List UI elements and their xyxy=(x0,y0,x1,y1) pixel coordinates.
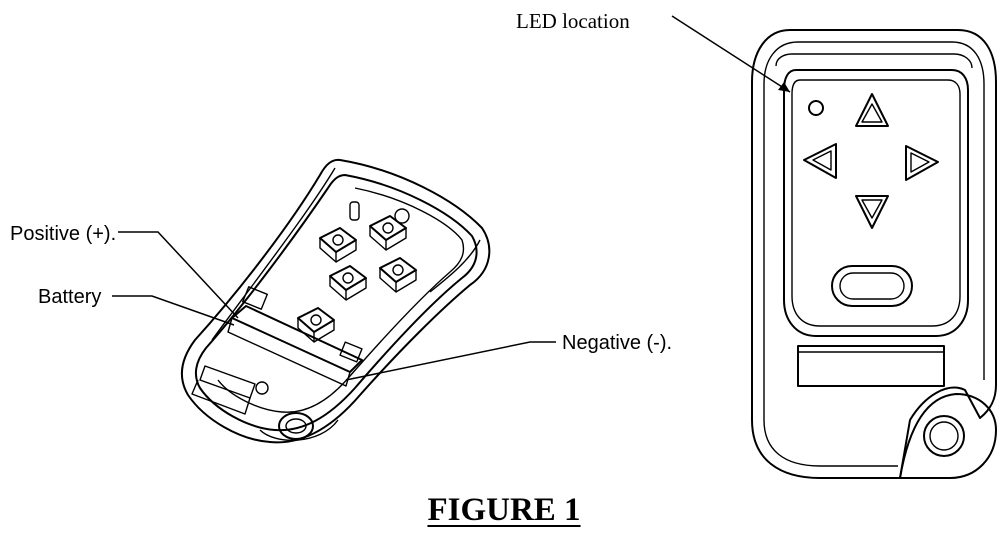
right-arrow-button xyxy=(905,145,939,181)
switch-2 xyxy=(369,215,407,251)
figure-caption-text: FIGURE 1 xyxy=(427,492,581,528)
left-arrow-button xyxy=(803,143,837,179)
led-location-label: LED location xyxy=(516,9,630,33)
led-leader xyxy=(671,15,791,93)
up-arrow-button xyxy=(855,93,889,127)
battery-leader xyxy=(112,295,235,326)
switch-5 xyxy=(297,307,335,343)
battery-label: Battery xyxy=(38,286,101,308)
positive-leader xyxy=(118,231,239,319)
down-arrow-button xyxy=(855,195,889,229)
switch-3 xyxy=(329,265,367,301)
switch-4 xyxy=(379,257,417,293)
negative-leader xyxy=(345,341,556,381)
label-window xyxy=(797,345,945,387)
figure-caption: FIGURE 1 xyxy=(0,492,1008,529)
open-remote-casing xyxy=(180,158,491,444)
led-indicator xyxy=(808,100,824,116)
oval-button xyxy=(831,265,913,307)
negative-label: Negative (-). xyxy=(562,332,672,354)
switch-1 xyxy=(319,227,357,263)
remote-front-view xyxy=(751,29,997,479)
positive-label: Positive (+). xyxy=(10,223,116,245)
